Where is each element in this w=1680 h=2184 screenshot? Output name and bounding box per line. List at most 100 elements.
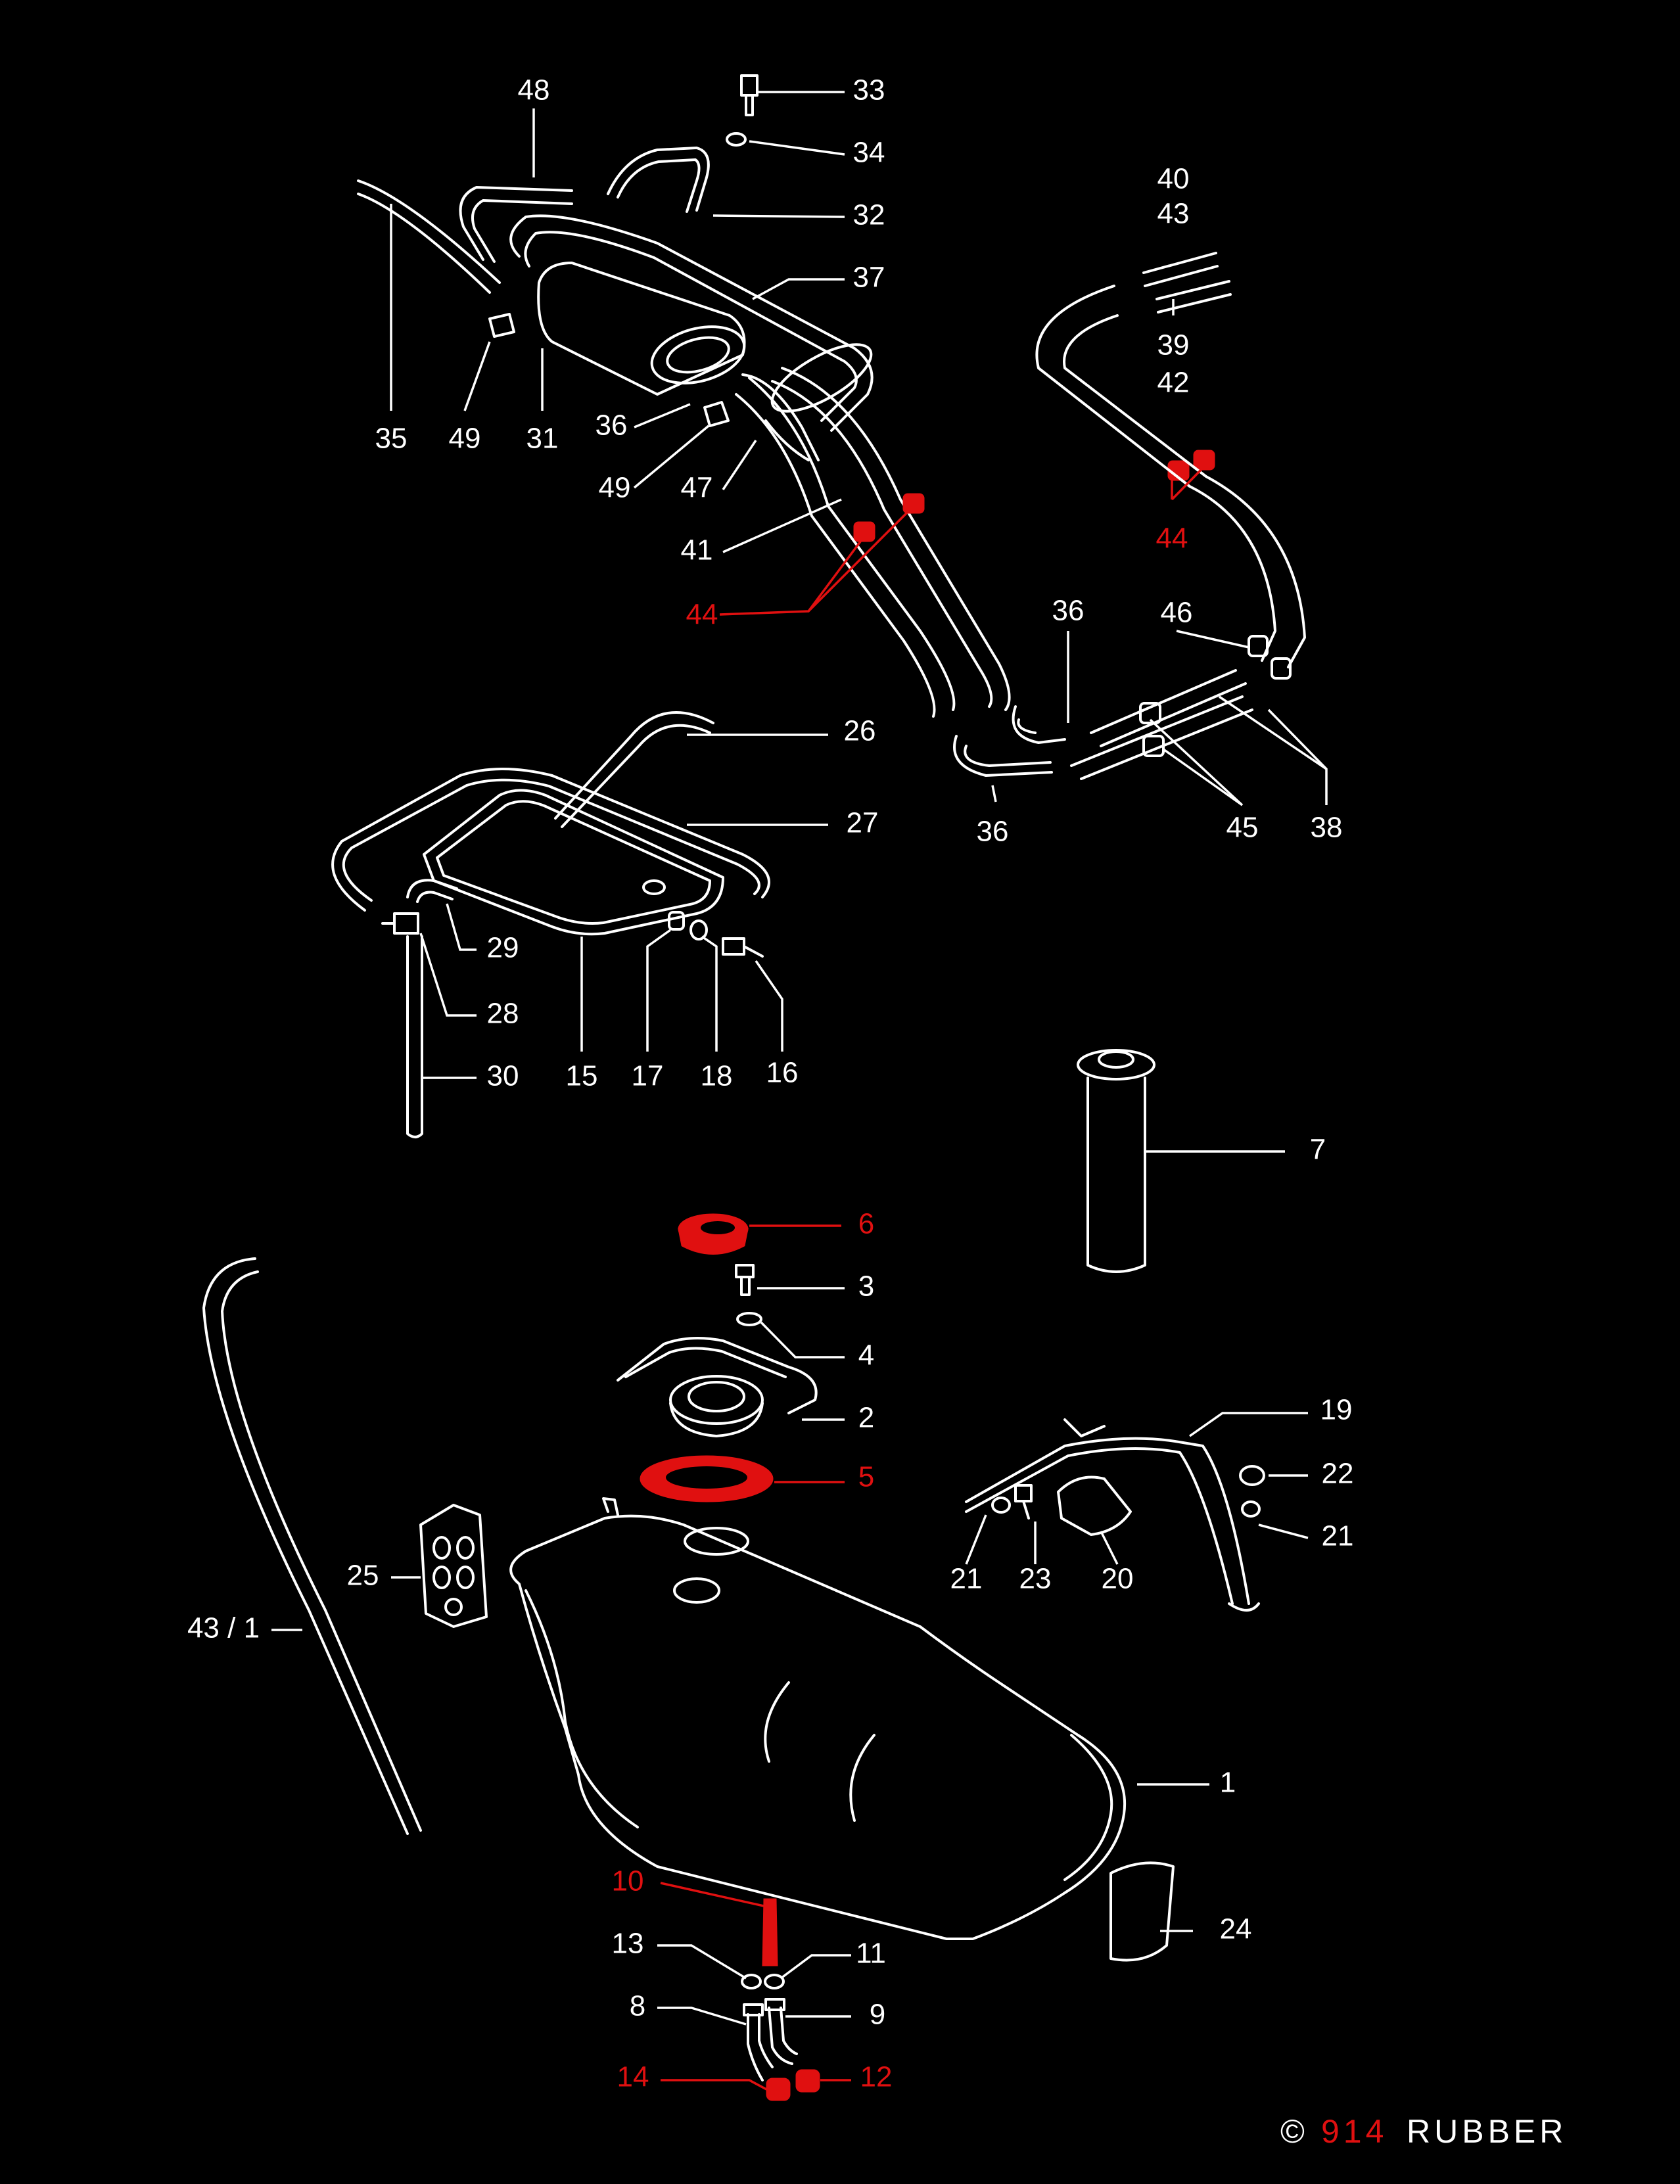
label-23: 23	[1019, 1563, 1052, 1595]
part-48-hose	[459, 186, 573, 263]
part-19-strap	[965, 1418, 1260, 1612]
part-13-washer	[741, 1974, 762, 1989]
label-48: 48	[518, 74, 550, 106]
part-41-main-vent-hose	[735, 367, 1011, 718]
part-1-fuel-tank	[509, 1497, 1127, 1940]
label-25: 25	[347, 1560, 379, 1592]
label-44: 44	[1156, 523, 1188, 555]
part-28-tee-fitting	[381, 912, 419, 935]
part-23-bolt	[1014, 1484, 1033, 1520]
part-25-mount	[419, 1504, 488, 1628]
part-49-plug-left	[488, 313, 515, 338]
part-3-screw	[735, 1264, 755, 1296]
part-14-12-caps	[766, 2069, 820, 2101]
label-31: 31	[526, 423, 559, 455]
label-6: 6	[858, 1208, 874, 1240]
part-2-filler-neck	[617, 1337, 818, 1437]
label-44: 44	[686, 599, 718, 631]
label-21: 21	[1322, 1520, 1354, 1552]
part-49-plug-right	[703, 401, 730, 427]
label-1: 1	[1220, 1767, 1236, 1799]
label-28: 28	[487, 998, 519, 1030]
part-7-fuel-sender	[1077, 1049, 1155, 1273]
part-16-bolt	[722, 937, 764, 958]
label-37: 37	[853, 262, 885, 294]
label-10: 10	[612, 1865, 644, 1897]
label-13: 13	[612, 1928, 644, 1960]
part-45-connectors	[1139, 702, 1165, 757]
label-38: 38	[1311, 812, 1343, 844]
part-34-washer	[726, 132, 747, 147]
label-4: 4	[858, 1339, 874, 1372]
label-15: 15	[566, 1060, 598, 1092]
label-9: 9	[870, 1999, 885, 2031]
part-27-vent-loop	[331, 768, 770, 912]
part-22-nut	[1239, 1465, 1265, 1486]
label-43: 43	[1157, 198, 1190, 230]
leader-lines	[271, 91, 1328, 2091]
label-7: 7	[1310, 1134, 1326, 1166]
label-2: 2	[858, 1402, 874, 1434]
label-45: 45	[1226, 812, 1259, 844]
part-42-hose	[1035, 285, 1306, 668]
part-30-vent-tube	[406, 935, 423, 1138]
label-36: 36	[1052, 595, 1085, 627]
part-15-cover-plate	[423, 789, 724, 936]
label-40: 40	[1157, 163, 1190, 195]
part-21-washers	[991, 1497, 1261, 1518]
label-8: 8	[630, 1990, 645, 2022]
label-19: 19	[1320, 1394, 1353, 1426]
part-46-fitting	[1248, 635, 1292, 680]
part-43-1-vent-hose	[202, 1257, 422, 1835]
label-27: 27	[847, 807, 879, 839]
label-47: 47	[681, 472, 713, 504]
part-37-vent-pipe	[509, 214, 874, 432]
part-44-clamps-left	[853, 493, 925, 542]
part-31-canister	[537, 262, 746, 396]
part-8-fitting	[743, 2003, 774, 2081]
label-20: 20	[1102, 1563, 1134, 1595]
callout-labels: 48 33 34 32 37 40 43 39 42 35 49 31 36 4…	[187, 74, 1354, 2093]
part-29-elbow-hose	[406, 879, 458, 903]
part-40-43-39-hoses	[1142, 252, 1232, 314]
part-4-washer	[736, 1312, 762, 1326]
label-29: 29	[487, 932, 519, 964]
part-36-hose-top	[741, 373, 820, 461]
part-6-fuel-cap	[678, 1213, 749, 1255]
part-20-bracket	[1057, 1475, 1132, 1536]
label-22: 22	[1322, 1458, 1354, 1490]
label-42: 42	[1157, 367, 1190, 399]
label-36: 36	[595, 409, 628, 442]
copyright-symbol: ©	[1280, 2113, 1309, 2150]
label-46: 46	[1161, 597, 1193, 629]
label-30: 30	[487, 1060, 519, 1092]
part-38-lines	[1070, 669, 1253, 780]
part-18-washer	[689, 919, 708, 941]
label-49: 49	[449, 423, 481, 455]
label-17: 17	[632, 1060, 664, 1092]
label-24: 24	[1220, 1913, 1252, 1945]
label-43-1: 43 / 1	[187, 1612, 260, 1644]
label-5: 5	[858, 1461, 874, 1493]
label-36: 36	[977, 816, 1009, 848]
part-5-gasket	[640, 1455, 774, 1502]
part-17-grommet	[668, 911, 685, 931]
logo-brand: RUBBER	[1407, 2113, 1567, 2150]
part-33-screw	[740, 74, 758, 116]
label-14: 14	[617, 2061, 649, 2093]
part-9-fitting	[764, 1998, 798, 2065]
label-33: 33	[853, 74, 885, 106]
part-32-clamp-hose	[607, 147, 710, 213]
label-16: 16	[766, 1057, 799, 1089]
label-41: 41	[681, 534, 713, 567]
part-26-vent-hose	[554, 711, 714, 828]
part-10-drain-bolt	[762, 1898, 778, 1966]
part-11-washer	[764, 1974, 785, 1989]
part-47-clamp	[764, 343, 873, 461]
logo-number: 914	[1321, 2113, 1388, 2150]
label-49: 49	[599, 472, 631, 504]
part-35-vent-hose	[357, 179, 501, 294]
label-39: 39	[1157, 329, 1190, 361]
